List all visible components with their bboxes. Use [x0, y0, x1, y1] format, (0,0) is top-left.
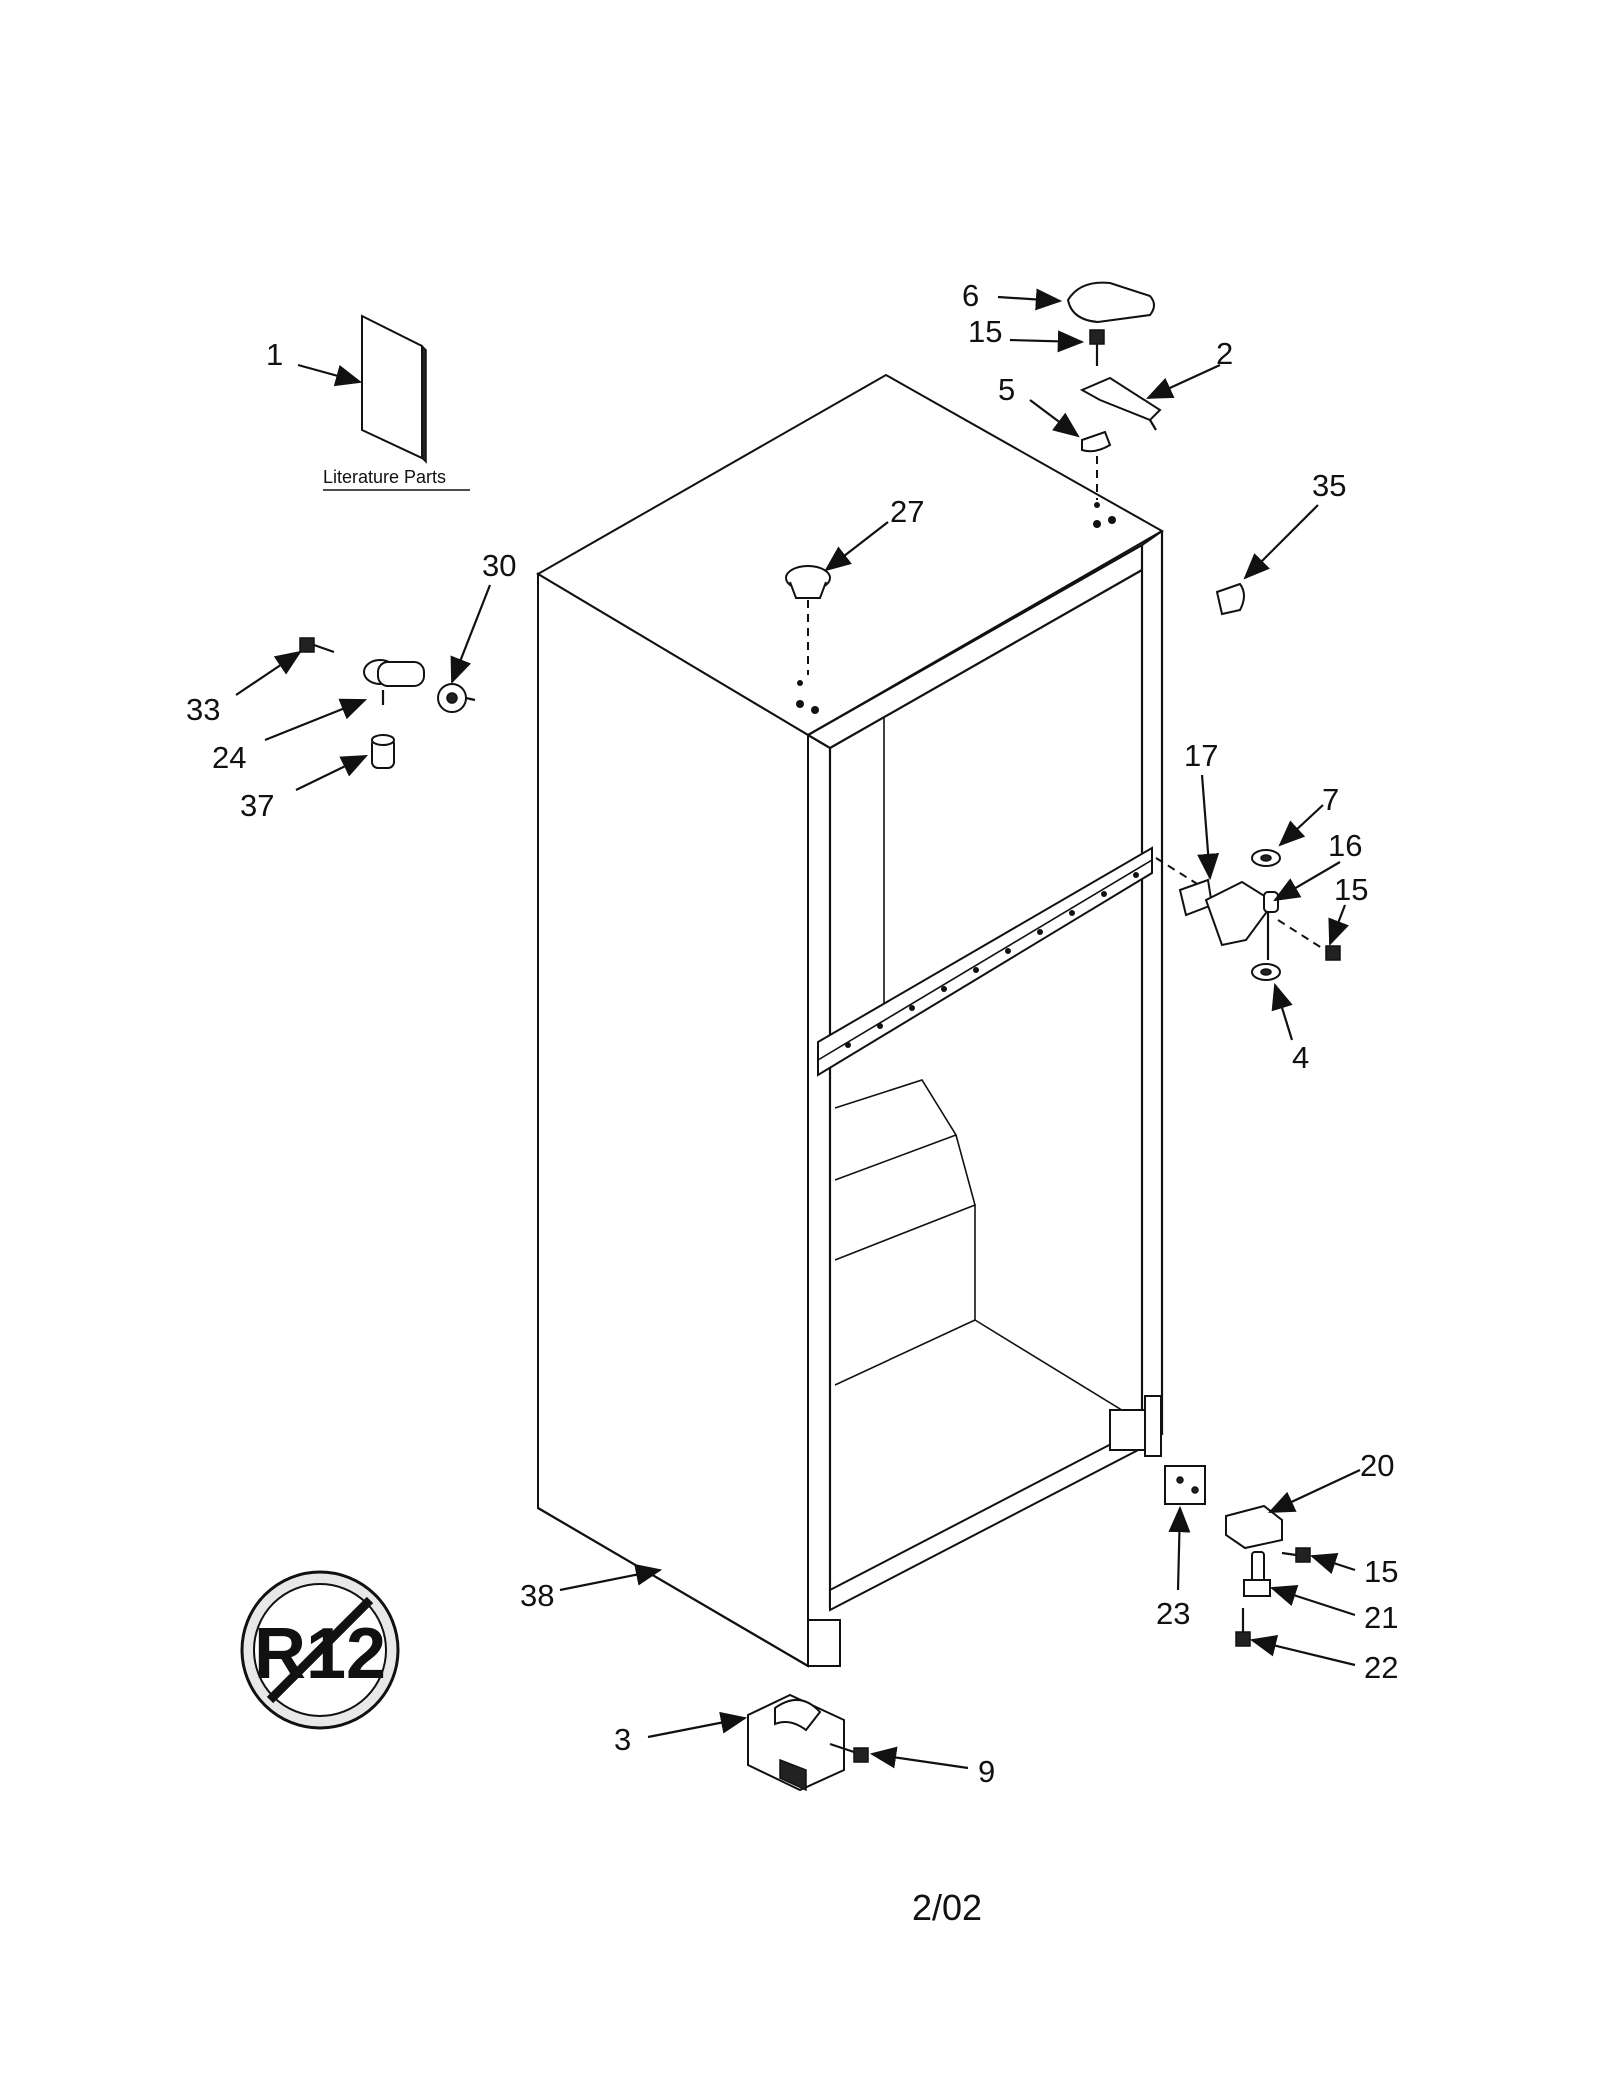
callout-5: 5	[998, 372, 1015, 407]
callout-38: 38	[520, 1578, 554, 1613]
callout-7: 7	[1322, 782, 1339, 817]
bottom-hinge-parts	[1164, 1465, 1311, 1647]
callout-21: 21	[1364, 1600, 1398, 1635]
literature-label: Literature Parts	[323, 467, 446, 487]
center-hinge-parts	[1155, 849, 1341, 981]
callout-23: 23	[1156, 1596, 1190, 1631]
revision-date: 2/02	[912, 1887, 982, 1928]
callout-33: 33	[186, 692, 220, 727]
top-hinge-parts	[1066, 281, 1162, 500]
cabinet-body	[536, 373, 1165, 1668]
callout-3: 3	[614, 1722, 631, 1757]
plug-35	[1215, 582, 1245, 616]
callout-27: 27	[890, 494, 924, 529]
callout-1: 1	[266, 337, 283, 372]
literature-parts: Literature Parts	[323, 314, 470, 491]
callout-9: 9	[978, 1754, 995, 1789]
callout-15-bottom: 15	[1364, 1554, 1398, 1589]
leveling-leg-parts	[747, 1693, 869, 1792]
callout-6: 6	[962, 278, 979, 313]
left-hinge-pin-parts	[299, 637, 476, 769]
plug-27	[785, 565, 831, 675]
callout-2: 2	[1216, 336, 1233, 371]
callout-15-center: 15	[1334, 872, 1368, 907]
callout-30: 30	[482, 548, 516, 583]
callout-arrows	[235, 288, 1361, 1770]
callout-labels: 1 6 15 2 5 35 27 30 33 24 37 17 7 16 15 …	[186, 278, 1398, 1789]
callout-4: 4	[1292, 1040, 1309, 1075]
callout-35: 35	[1312, 468, 1346, 503]
callout-37: 37	[240, 788, 274, 823]
callout-15-top: 15	[968, 314, 1002, 349]
callout-16: 16	[1328, 828, 1362, 863]
r12-badge: R12	[240, 1570, 400, 1730]
callout-22: 22	[1364, 1650, 1398, 1685]
callout-20: 20	[1360, 1448, 1394, 1483]
callout-17: 17	[1184, 738, 1218, 773]
callout-24: 24	[212, 740, 246, 775]
